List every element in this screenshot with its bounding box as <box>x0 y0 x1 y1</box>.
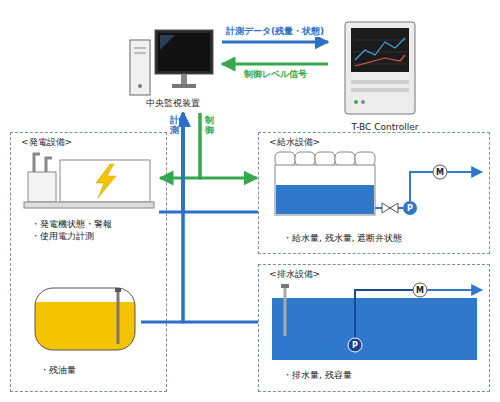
equipment-region: <給水設備> ・給水量, 残水量, 遮断弁状態 <box>258 132 490 254</box>
node-text: <発電設備> <box>21 137 72 148</box>
signal-line <box>222 41 328 44</box>
controller-box: T-BC Controller <box>330 18 440 136</box>
signal-line <box>183 113 258 322</box>
signal-line <box>141 113 183 322</box>
water-tanks <box>275 152 375 215</box>
node-text: <排水設備> <box>269 269 320 280</box>
generator <box>24 154 154 208</box>
node-text: ・給水量, 残水量, 遮断弁状態 <box>283 233 402 244</box>
edge-label: 計測データ(残量・状態) <box>224 26 326 37</box>
signal-line <box>159 113 183 212</box>
signal-name: 計測 <box>170 116 179 136</box>
equipment-region: <排水設備> ・排水量, 残容量 <box>258 264 490 392</box>
monitor-box: 中央監視装置 <box>125 0 220 112</box>
oil-tank <box>30 288 140 357</box>
computer-icon <box>130 30 213 95</box>
node-text: <給水設備> <box>269 137 320 148</box>
controller-icon <box>345 22 415 114</box>
supply-piping <box>375 165 482 215</box>
oil-tank-item: ・残油量 <box>26 283 141 383</box>
node-text: ・使用電力計測 <box>31 231 94 242</box>
signal-line <box>160 113 200 178</box>
equipment-region: <発電設備> ・発電機状態・警報・使用電力計測・残油量 <box>10 132 167 392</box>
node-text: ・排水量, 残容量 <box>283 370 352 381</box>
signal-line <box>183 113 258 212</box>
generator-item: ・発電機状態・警報・使用電力計測 <box>19 151 159 259</box>
pump-symbol-letter: P <box>352 341 358 350</box>
node-text: 中央監視装置 <box>146 98 200 109</box>
node-text: ・発電機状態・警報 <box>31 219 112 230</box>
edge-label: 制御レベル信号 <box>242 69 309 80</box>
pump-symbol-letter: P <box>407 204 413 213</box>
motor-symbol-letter: M <box>416 286 424 295</box>
signal-line <box>200 113 257 178</box>
node-text: ・残油量 <box>40 365 76 376</box>
signal-name: 制御 <box>205 116 214 136</box>
signal-line <box>222 63 328 66</box>
motor-symbol-letter: M <box>436 168 444 177</box>
drain-pit <box>272 283 482 360</box>
